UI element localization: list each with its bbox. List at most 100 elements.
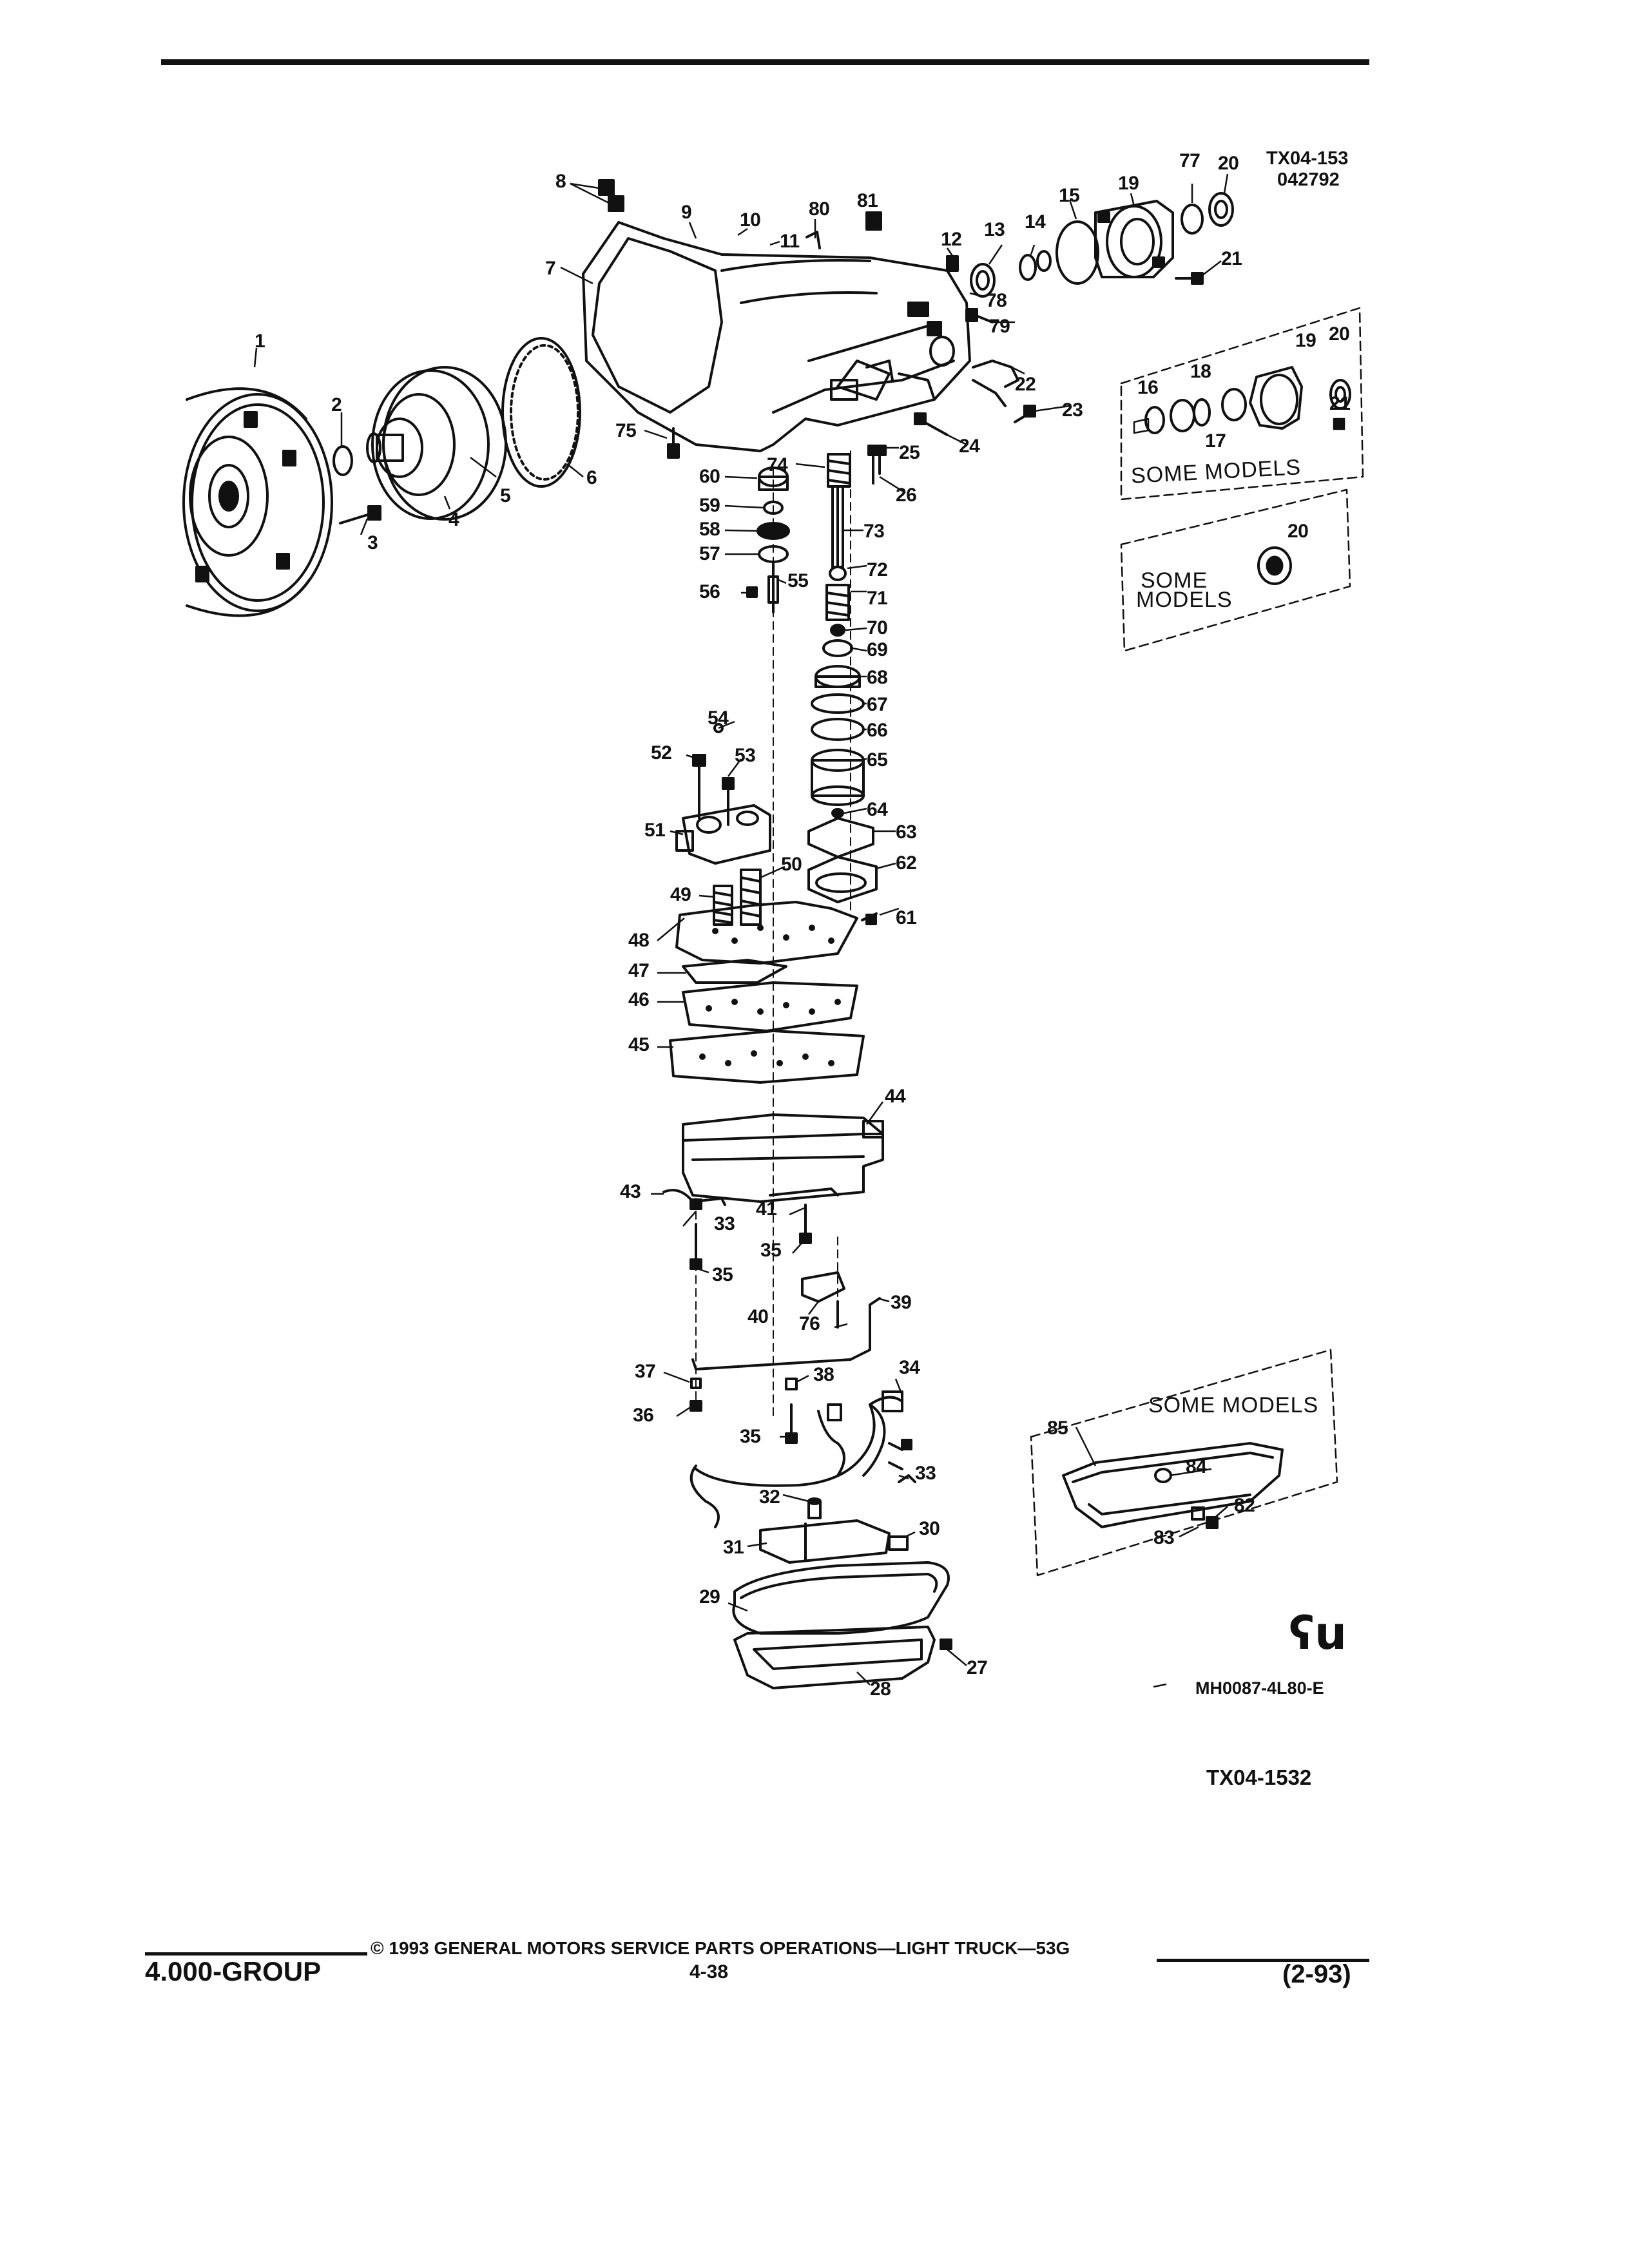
ref-number: 73 [863,521,885,542]
ref-number: 74 [767,454,788,476]
leader-lines [253,173,1229,1688]
ref-number: 33 [714,1213,735,1235]
ref-number: 23 [1062,399,1083,421]
some-models-box-1 [1120,307,1364,501]
ref-number: 34 [899,1357,920,1378]
ref-number: 61 [896,907,917,928]
ref-number: 35 [740,1426,761,1447]
footer-rule-left [145,1952,367,1956]
ref-number: 37 [635,1361,656,1382]
ref-number: 20 [1329,323,1350,345]
servo-left-stack [746,466,790,613]
ref-number: 33 [915,1463,936,1484]
transmission-case [582,221,971,452]
ref-number: 82 [1234,1495,1255,1516]
footer-copyright: © 1993 GENERAL MOTORS SERVICE PARTS OPER… [371,1938,1070,1958]
ref-number: 45 [628,1034,650,1055]
oil-pan [732,1561,952,1689]
callout-some-models: SOME [1141,568,1208,593]
ref-number: 35 [760,1240,782,1261]
ref-number: 49 [670,884,691,905]
ref-number: 63 [896,822,917,843]
ref-number: 21 [1329,393,1351,414]
ref-number: 79 [989,316,1010,337]
ref-number: 51 [644,820,666,841]
ref-number: 11 [780,231,800,252]
bolt-3 [339,505,381,524]
ref-number: 20 [1218,153,1239,174]
some-models-box-2 [1120,488,1351,652]
page-reference-code: TX04-1532 [1206,1765,1312,1789]
ref-number: 72 [867,559,888,581]
ref-number: 78 [986,290,1007,311]
ref-number: 57 [699,543,720,564]
ref-number: 50 [781,854,802,875]
valve-body [682,1113,884,1203]
ref-number: 85 [1047,1418,1068,1439]
ref-number: 10 [740,209,761,231]
ref-number: 27 [967,1657,988,1678]
ref-number: 66 [867,720,888,741]
ref-number: 58 [699,519,720,540]
ref-number: 71 [867,588,888,609]
ref-number: 17 [1205,430,1226,452]
ref-number: 75 [615,420,637,441]
ref-number: 8 [555,171,566,192]
ref-number: 44 [885,1086,906,1107]
callout-some-models: MODELS [1136,588,1233,612]
ref-number: 12 [941,229,962,250]
ref-number: 32 [759,1486,780,1508]
extension-housing [1094,200,1174,278]
ref-number: 67 [867,694,888,715]
top-rule [161,59,1369,65]
ref-number: 25 [899,442,920,463]
ref-number: 69 [867,639,888,660]
ref-number: 18 [1190,361,1211,382]
filter [759,1497,909,1564]
footer-group: 4.000-GROUP [145,1956,322,1986]
ref-number: 64 [867,799,888,820]
ref-number: 54 [708,707,729,729]
ref-number: 65 [867,749,888,771]
footer-rule-right [1157,1959,1369,1962]
ref-number: 84 [1186,1456,1207,1477]
ref-number: 29 [699,1586,720,1608]
ref-number: 52 [651,742,672,764]
ref-number: 39 [891,1292,912,1313]
ref-number: 46 [628,989,650,1010]
ref-number: 59 [699,495,720,516]
ref-number: 43 [620,1181,641,1202]
seal-20 [1208,192,1234,227]
ref-number: 56 [699,581,720,602]
pump-assembly [366,366,507,521]
ref-number: 55 [787,570,809,591]
ref-number: 1 [255,331,265,352]
ref-number: 70 [867,617,888,639]
ref-number: 48 [628,930,650,951]
gasket-6 [501,337,581,488]
ref-number: 41 [756,1198,777,1220]
ref-number: 3 [367,532,378,553]
ref-number: 30 [919,1518,940,1539]
figure-code-bottom: MH0087-4L80-E [1195,1678,1324,1698]
ref-number: 6 [586,467,597,488]
alignment-lines [695,450,851,1418]
plate-holes [699,925,841,1066]
ref-number: 80 [809,198,830,220]
case-fasteners [598,179,1036,475]
ref-number: 35 [712,1264,733,1285]
ref-number: 68 [867,667,888,688]
ref-number: 31 [723,1537,744,1558]
bushing-77 [1181,204,1204,235]
ref-number: 76 [799,1313,820,1334]
ref-number: 21 [1221,248,1242,269]
ref-number: 2 [331,394,342,416]
ref-number: 81 [857,190,878,211]
ref-number: 36 [633,1405,654,1426]
bolt-21 [1175,272,1204,285]
ref-number: 40 [747,1306,769,1327]
ref-number: 9 [681,202,692,223]
lower-hardware [662,1187,881,1444]
ref-number: 62 [896,852,917,874]
some-models-box-3 [1030,1349,1338,1577]
